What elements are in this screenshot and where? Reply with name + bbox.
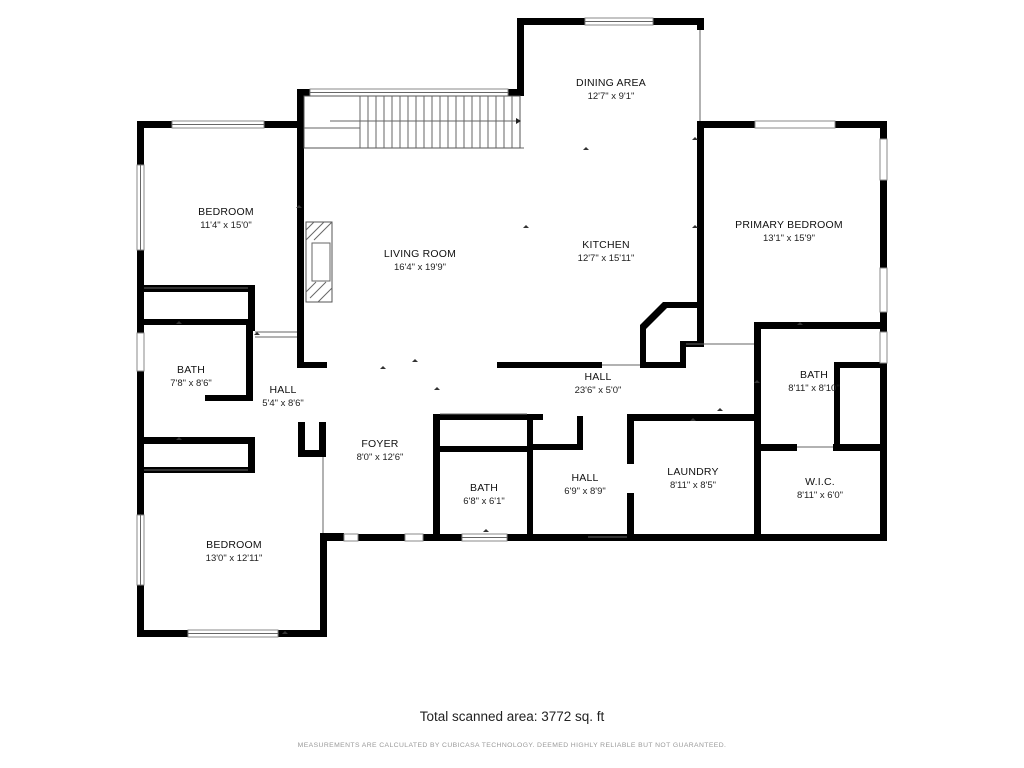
room-label-hall-3: HALL bbox=[571, 472, 598, 484]
room-dims-living-room: 16'4" x 19'9" bbox=[394, 262, 446, 273]
windows bbox=[136, 17, 888, 638]
room-dims-bedroom-1: 11'4" x 15'0" bbox=[200, 220, 251, 231]
room-dims-kitchen: 12'7" x 15'11" bbox=[578, 253, 635, 264]
staircase bbox=[303, 95, 521, 149]
room-dims-bedroom-2: 13'0" x 12'11" bbox=[206, 553, 263, 564]
room-label-bath-1: BATH bbox=[177, 364, 205, 376]
room-dims-bath-2: 6'8" x 6'1" bbox=[463, 496, 505, 507]
room-label-dining-area: DINING AREA bbox=[576, 77, 646, 89]
room-dims-hall-1: 5'4" x 8'6" bbox=[262, 398, 304, 409]
room-label-bedroom-1: BEDROOM bbox=[198, 206, 254, 218]
room-dims-bath-primary: 8'11" x 8'10" bbox=[788, 383, 839, 394]
room-label-living-room: LIVING ROOM bbox=[384, 248, 456, 260]
room-label-hall-2: HALL bbox=[584, 371, 611, 383]
room-dims-bath-1: 7'8" x 8'6" bbox=[170, 378, 212, 389]
room-label-bath-2: BATH bbox=[470, 482, 498, 494]
room-label-foyer: FOYER bbox=[361, 438, 398, 450]
room-label-bedroom-2: BEDROOM bbox=[206, 539, 262, 551]
fireplace bbox=[305, 221, 333, 303]
room-label-hall-1: HALL bbox=[269, 384, 296, 396]
room-label-wic: W.I.C. bbox=[805, 476, 835, 488]
room-label-kitchen: KITCHEN bbox=[582, 239, 630, 251]
room-label-laundry: LAUNDRY bbox=[667, 466, 718, 478]
room-dims-laundry: 8'11" x 8'5" bbox=[670, 480, 716, 491]
room-labels: DINING AREA 12'7" x 9'1" BEDROOM 11'4" x… bbox=[170, 77, 843, 564]
room-dims-wic: 8'11" x 6'0" bbox=[797, 490, 843, 501]
room-dims-hall-3: 6'9" x 8'9" bbox=[564, 486, 606, 497]
room-dims-hall-2: 23'6" x 5'0" bbox=[575, 385, 622, 396]
dimension-ticks bbox=[176, 137, 803, 634]
room-dims-dining-area: 12'7" x 9'1" bbox=[588, 91, 635, 102]
measurement-disclaimer: MEASUREMENTS ARE CALCULATED BY CUBICASA … bbox=[297, 742, 727, 749]
room-dims-primary-bedroom: 13'1" x 15'9" bbox=[763, 233, 815, 244]
room-dims-foyer: 8'0" x 12'6" bbox=[357, 452, 404, 463]
room-label-bath-primary: BATH bbox=[800, 369, 828, 381]
total-scanned-area: Total scanned area: 3772 sq. ft bbox=[419, 709, 605, 724]
room-label-primary-bedroom: PRIMARY BEDROOM bbox=[735, 219, 843, 231]
